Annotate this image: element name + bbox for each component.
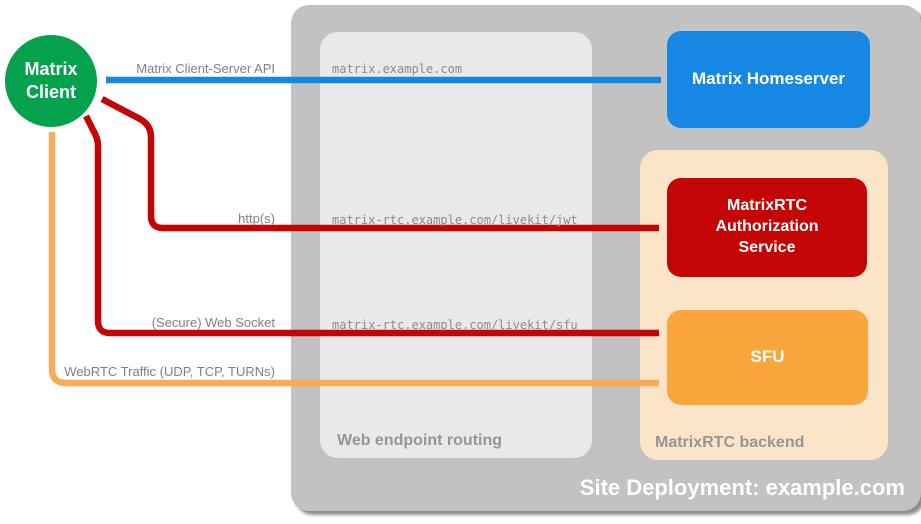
web-endpoint-routing-group: Web endpoint routing [320, 32, 592, 458]
url-livekit-jwt: matrix-rtc.example.com/livekit/jwt [332, 213, 578, 227]
node-matrixrtc-authorization-service-label: MatrixRTC Authorization Service [715, 197, 819, 256]
edge-label-webrtc-traffic: WebRTC Traffic (UDP, TCP, TURNs) [64, 364, 275, 379]
url-matrix-example-com: matrix.example.com [332, 62, 463, 76]
node-matrixrtc-authorization-service: MatrixRTC Authorization Service [667, 178, 867, 277]
node-matrix-client-label: Matrix Client [24, 58, 78, 102]
node-sfu: SFU [667, 310, 868, 405]
node-matrix-homeserver: Matrix Homeserver [667, 31, 870, 128]
edge-label-https: http(s) [238, 211, 275, 226]
node-matrix-homeserver-label: Matrix Homeserver [691, 69, 846, 89]
edge-label-secure-web-socket: (Secure) Web Socket [151, 315, 275, 330]
edge-label-client-server-api: Matrix Client-Server API [136, 61, 275, 76]
node-sfu-label: SFU [750, 347, 785, 367]
site-deployment-caption: Site Deployment: example.com [579, 475, 905, 500]
node-matrix-client: Matrix Client [5, 35, 97, 127]
web-endpoint-routing-caption: Web endpoint routing [337, 432, 503, 449]
matrixrtc-backend-caption: MatrixRTC backend [655, 434, 805, 451]
url-livekit-sfu: matrix-rtc.example.com/livekit/sfu [332, 318, 578, 332]
